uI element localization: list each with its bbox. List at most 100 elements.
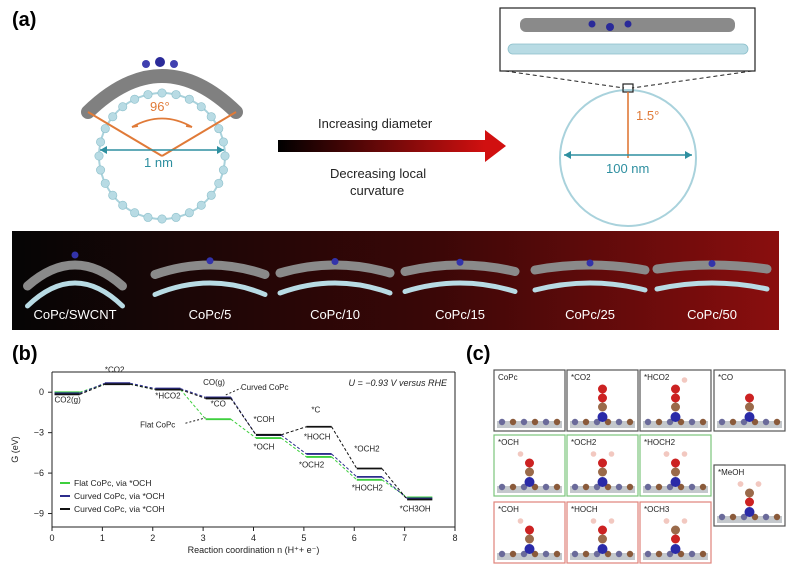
cobalt-atom bbox=[331, 258, 339, 265]
slab-atom bbox=[615, 418, 623, 426]
slab-atom bbox=[626, 483, 634, 491]
adsorbate-label: *CO2 bbox=[571, 373, 591, 382]
cobalt-atom bbox=[597, 477, 608, 487]
adsorbate-atom bbox=[598, 525, 607, 535]
state-label: *CH3OH bbox=[400, 505, 431, 514]
legend-label: Curved CoPc, via *OCH bbox=[74, 491, 165, 501]
cobalt-atom bbox=[71, 251, 79, 259]
surface-slab bbox=[570, 486, 635, 493]
slab-atom bbox=[593, 418, 601, 426]
cobalt-phthalocyanine bbox=[150, 260, 270, 279]
cobalt-atom bbox=[670, 412, 681, 422]
slab-atom bbox=[626, 418, 634, 426]
transition-line bbox=[129, 382, 156, 390]
x-axis-label: Reaction coordination n (H⁺+ e⁻) bbox=[188, 545, 320, 555]
transition-line bbox=[280, 437, 307, 458]
slab-atom bbox=[773, 418, 781, 426]
adsorbate-label: *OCH3 bbox=[644, 505, 670, 514]
y-tick-label: −6 bbox=[34, 468, 44, 478]
adsorbate-atom bbox=[590, 518, 597, 524]
state-label: *CO2 bbox=[105, 366, 125, 375]
cobalt-atom bbox=[586, 259, 594, 267]
series-label: CoPc/SWCNT bbox=[33, 307, 116, 322]
adsorbate-atom bbox=[598, 534, 607, 544]
transition-line bbox=[79, 382, 106, 394]
adsorbate-atom bbox=[681, 451, 688, 457]
slab-atom bbox=[582, 418, 590, 426]
panel-b-label: (b) bbox=[12, 343, 38, 365]
adsorbate-atom bbox=[671, 384, 680, 394]
nanotube-wall bbox=[25, 280, 125, 309]
adsorbate-label: *HOCH2 bbox=[644, 438, 676, 447]
slab-atom bbox=[553, 550, 561, 558]
slab-atom bbox=[751, 513, 759, 521]
adsorbate-label: *MeOH bbox=[718, 468, 744, 477]
transition-line bbox=[381, 468, 408, 500]
adsorbate-label: *OCH2 bbox=[571, 438, 597, 447]
transition-line bbox=[79, 383, 106, 393]
slab-atom bbox=[553, 483, 561, 491]
adsorbate-cell bbox=[493, 369, 566, 432]
x-tick-label: 5 bbox=[301, 533, 306, 543]
adsorbate-atom bbox=[598, 467, 607, 477]
transition-line bbox=[381, 476, 408, 499]
slab-atom bbox=[531, 418, 539, 426]
slab-atom bbox=[509, 418, 517, 426]
slab-atom bbox=[677, 550, 685, 558]
slab-atom bbox=[582, 550, 590, 558]
adsorbate-atom bbox=[517, 518, 524, 524]
slab-atom bbox=[498, 483, 506, 491]
slab-atom bbox=[644, 418, 652, 426]
curved-callout: Curved CoPc bbox=[241, 383, 289, 392]
slab-atom bbox=[688, 483, 696, 491]
surface-slab bbox=[497, 486, 562, 493]
adsorbate-atom bbox=[671, 534, 680, 544]
transition-line bbox=[180, 388, 206, 398]
surface-slab bbox=[717, 516, 782, 523]
slab-atom bbox=[644, 550, 652, 558]
cobalt-atom bbox=[744, 412, 755, 422]
right-diameter-label: 100 nm bbox=[606, 161, 649, 176]
slab-atom bbox=[699, 418, 707, 426]
surface-slab bbox=[570, 421, 635, 428]
slab-atom bbox=[604, 418, 612, 426]
adsorbate-atom bbox=[663, 451, 670, 457]
curved-callout-line bbox=[225, 387, 242, 396]
flat-callout: Flat CoPc bbox=[140, 420, 175, 429]
slab-atom bbox=[718, 513, 726, 521]
adsorbate-atom bbox=[681, 518, 688, 524]
nanotube-wall bbox=[654, 280, 770, 292]
state-label: *OCH2 bbox=[354, 445, 380, 454]
adsorbate-atom bbox=[671, 467, 680, 477]
adsorbate-label: CoPc bbox=[498, 373, 518, 382]
slab-atom bbox=[688, 550, 696, 558]
slab-atom bbox=[773, 513, 781, 521]
legend-label: Curved CoPc, via *COH bbox=[74, 504, 165, 514]
transition-line bbox=[331, 453, 358, 478]
cobalt-atom bbox=[597, 544, 608, 554]
surface-slab bbox=[643, 421, 708, 428]
surface-slab bbox=[643, 486, 708, 493]
adsorbate-label: *CO bbox=[718, 373, 733, 382]
series-label: CoPc/25 bbox=[565, 307, 615, 322]
slab-atom bbox=[718, 418, 726, 426]
transition-line bbox=[230, 398, 257, 436]
adsorbate-atom bbox=[598, 402, 607, 412]
adsorbate-atom bbox=[598, 393, 607, 403]
slab-atom bbox=[666, 418, 674, 426]
transition-line bbox=[180, 389, 206, 399]
y-tick-label: −9 bbox=[34, 509, 44, 519]
adsorbate-atom bbox=[671, 402, 680, 412]
slab-atom bbox=[571, 418, 579, 426]
adsorbate-atom bbox=[737, 481, 744, 487]
surface-slab bbox=[717, 421, 782, 428]
y-tick-label: 0 bbox=[39, 387, 44, 397]
adsorbate-atom bbox=[745, 497, 754, 507]
state-label: *C bbox=[311, 405, 320, 414]
large-nanotube: 1.5° 100 nm bbox=[499, 7, 756, 227]
slab-atom bbox=[655, 550, 663, 558]
slab-atom bbox=[655, 418, 663, 426]
slab-atom bbox=[498, 418, 506, 426]
slab-atom bbox=[729, 418, 737, 426]
